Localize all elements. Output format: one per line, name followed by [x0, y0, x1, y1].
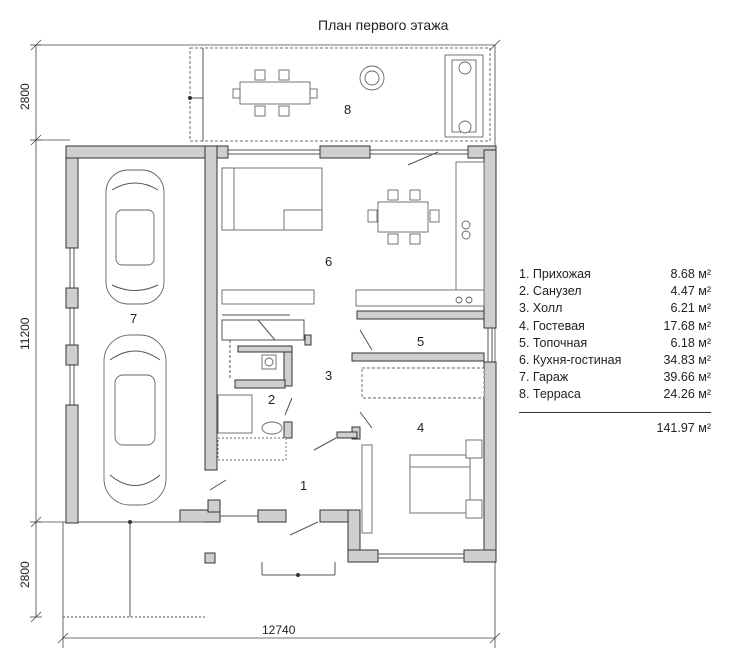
house-width-label: 12740: [262, 623, 296, 637]
room-number-4: 4: [417, 420, 424, 435]
legend-room-area: 34.83 м²: [663, 352, 711, 367]
legend-room-area: 6.18 м²: [670, 335, 711, 350]
room-number-7: 7: [130, 311, 137, 326]
garage-door: [63, 520, 336, 618]
room-number-2: 2: [268, 392, 275, 407]
legend-room-name: 5. Топочная: [519, 335, 588, 350]
legend-room-area: 39.66 м²: [663, 370, 711, 385]
bathroom: [217, 354, 287, 461]
stair: [221, 319, 305, 380]
terrace: [188, 47, 491, 142]
room-number-8: 8: [344, 102, 351, 117]
legend-room-name: 3. Холл: [519, 301, 563, 316]
legend-room-name: 6. Кухня-гостиная: [519, 352, 622, 367]
legend-room-name: 8. Терраса: [519, 387, 581, 402]
room-number-5: 5: [417, 334, 424, 349]
car-top: [105, 169, 165, 305]
legend-room-area: 4.47 м²: [670, 284, 711, 299]
room-number-6: 6: [325, 254, 332, 269]
legend-room-area: 6.21 м²: [670, 301, 711, 316]
legend-row: 2. Санузел 4.47 м²: [519, 283, 711, 300]
room-number-1: 1: [300, 478, 307, 493]
legend-row: 6. Кухня-гостиная 34.83 м²: [519, 352, 711, 369]
walls: [65, 145, 497, 564]
legend-row: 1. Прихожая 8.68 м²: [519, 266, 711, 283]
legend-divider: [519, 411, 711, 413]
legend-room-name: 2. Санузел: [519, 284, 582, 299]
dimension-lines: [30, 39, 501, 648]
legend-row: 7. Гараж 39.66 м²: [519, 369, 711, 386]
boiler-room: [361, 367, 485, 399]
legend-room-area: 24.26 м²: [663, 387, 711, 402]
house-depth-label: 11200: [18, 317, 32, 350]
guest-room: [361, 439, 483, 534]
doors: [209, 151, 439, 536]
windows: [69, 149, 493, 559]
room-number-3: 3: [325, 368, 332, 383]
porch-depth-label: 2800: [18, 561, 32, 588]
legend-room-area: 17.68 м²: [663, 318, 711, 333]
car-bottom: [103, 334, 167, 506]
legend-room-area: 8.68 м²: [670, 267, 711, 281]
legend-room-name: 7. Гараж: [519, 370, 569, 385]
plan-title: План первого этажа: [318, 17, 449, 33]
kitchen-living-furniture: [221, 161, 485, 316]
legend-room-name: 1. Прихожая: [519, 267, 591, 281]
terrace-depth-label: 2800: [18, 83, 32, 110]
legend-row: 3. Холл 6.21 м²: [519, 300, 711, 317]
legend-row: 4. Гостевая 17.68 м²: [519, 318, 711, 335]
legend-total-area: 141.97 м²: [656, 420, 711, 435]
room-legend: 1. Прихожая 8.68 м² 2. Санузел 4.47 м² 3…: [519, 266, 711, 435]
legend-row: 8. Терраса 24.26 м²: [519, 386, 711, 403]
legend-room-name: 4. Гостевая: [519, 318, 585, 333]
legend-row: 5. Топочная 6.18 м²: [519, 335, 711, 352]
